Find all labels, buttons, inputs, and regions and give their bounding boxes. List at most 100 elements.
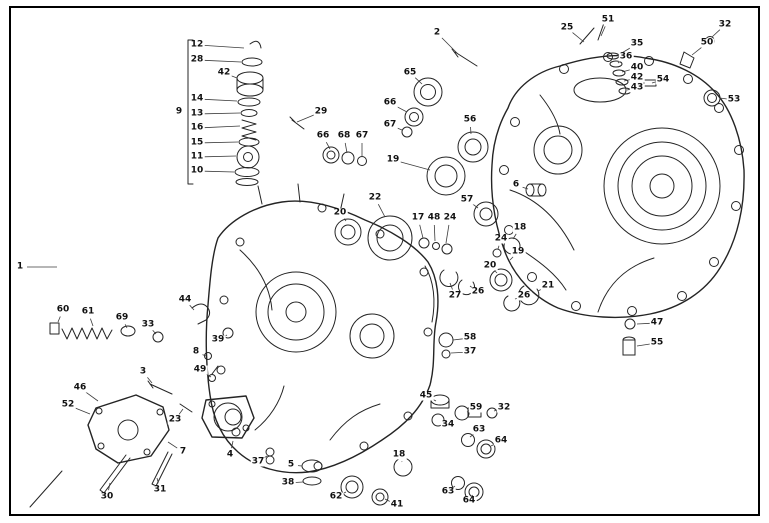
leader-line-24 xyxy=(498,246,499,249)
callout-label-41: 41 xyxy=(389,499,405,510)
leader-line-10 xyxy=(204,171,234,172)
leader-line-52 xyxy=(75,408,91,414)
leader-line-37 xyxy=(451,352,463,353)
callout-label-50: 50 xyxy=(699,37,715,48)
leader-line-55 xyxy=(637,344,650,346)
callout-label-32: 32 xyxy=(496,402,512,413)
callout-label-26: 26 xyxy=(470,286,486,297)
leader-line-33 xyxy=(153,330,156,334)
leader-line-23 xyxy=(179,409,183,414)
leader-line-8 xyxy=(203,355,207,356)
callout-label-12: 12 xyxy=(189,39,205,50)
leader-line-66 xyxy=(326,142,330,149)
callout-label-57: 57 xyxy=(459,194,475,205)
callout-label-47: 47 xyxy=(649,317,665,328)
left-crankcase-drawing xyxy=(206,184,438,473)
leader-line-38 xyxy=(295,482,303,483)
callout-label-13: 13 xyxy=(189,108,205,119)
leader-line-6 xyxy=(523,187,528,189)
callout-leader-lines xyxy=(27,26,727,502)
callout-label-19: 19 xyxy=(510,246,526,257)
right-side-parts-drawing xyxy=(623,319,635,355)
leader-line-4 xyxy=(232,441,234,448)
callout-label-58: 58 xyxy=(462,332,478,343)
leader-line-14 xyxy=(204,99,237,101)
bearings-seals-drawing xyxy=(290,78,546,311)
leader-line-54 xyxy=(652,82,656,83)
page-corner-mark xyxy=(30,471,62,507)
leader-line-69 xyxy=(125,324,127,328)
callout-label-33: 33 xyxy=(140,319,156,330)
bottom-parts-drawing xyxy=(50,304,497,505)
callout-label-3: 3 xyxy=(138,366,148,377)
callout-label-32: 32 xyxy=(717,19,733,30)
callout-label-56: 56 xyxy=(462,114,478,125)
leader-line-30 xyxy=(109,483,111,490)
callout-label-10: 10 xyxy=(189,165,205,176)
callout-label-5: 5 xyxy=(286,459,296,470)
callout-label-22: 22 xyxy=(367,192,383,203)
callout-label-18: 18 xyxy=(391,449,407,460)
callout-label-43: 43 xyxy=(629,82,645,93)
leader-line-15 xyxy=(204,142,238,143)
leader-line-61 xyxy=(90,319,93,326)
callout-label-31: 31 xyxy=(152,484,168,495)
top-right-parts-drawing xyxy=(452,20,720,106)
callout-label-66: 66 xyxy=(382,97,398,108)
callout-label-1: 1 xyxy=(15,261,25,272)
leader-line-17 xyxy=(420,225,423,238)
leader-line-20 xyxy=(344,219,346,221)
callout-label-4: 4 xyxy=(225,449,235,460)
callout-label-29: 29 xyxy=(313,106,329,117)
leader-line-19 xyxy=(510,257,513,260)
callout-label-55: 55 xyxy=(649,337,665,348)
leader-line-18 xyxy=(513,234,516,239)
leader-line-42 xyxy=(231,76,238,79)
callout-label-19: 19 xyxy=(385,154,401,165)
leader-line-24 xyxy=(446,225,449,243)
leader-line-29 xyxy=(297,115,315,122)
callout-label-60: 60 xyxy=(55,304,71,315)
leader-line-26 xyxy=(470,286,472,288)
callout-label-48: 48 xyxy=(426,212,442,223)
callout-label-42: 42 xyxy=(629,72,645,83)
callout-label-64: 64 xyxy=(493,435,509,446)
callout-label-25: 25 xyxy=(559,22,575,33)
callout-label-66: 66 xyxy=(315,130,331,141)
callout-label-44: 44 xyxy=(177,294,193,305)
callout-label-20: 20 xyxy=(482,260,498,271)
leader-line-22 xyxy=(378,204,385,217)
leader-line-68 xyxy=(345,143,347,153)
leader-line-2 xyxy=(442,38,458,54)
callout-label-64: 64 xyxy=(461,495,477,506)
callout-label-61: 61 xyxy=(80,306,96,317)
leader-line-27 xyxy=(450,283,453,290)
leader-line-16 xyxy=(204,126,240,128)
leader-line-43 xyxy=(627,89,630,90)
callout-label-63: 63 xyxy=(440,486,456,497)
leader-line-42 xyxy=(624,80,630,81)
callout-label-27: 27 xyxy=(447,290,463,301)
callout-label-28: 28 xyxy=(189,54,205,65)
callout-label-54: 54 xyxy=(655,74,671,85)
callout-label-69: 69 xyxy=(114,312,130,323)
callout-label-24: 24 xyxy=(442,212,458,223)
leader-line-63 xyxy=(453,486,455,487)
callout-label-52: 52 xyxy=(60,399,76,410)
callout-label-36: 36 xyxy=(618,51,634,62)
leader-line-46 xyxy=(86,392,98,401)
callout-label-67: 67 xyxy=(382,119,398,130)
callout-label-34: 34 xyxy=(440,419,456,430)
callout-label-65: 65 xyxy=(402,67,418,78)
leader-line-20 xyxy=(495,271,497,273)
leader-line-12 xyxy=(204,45,244,48)
leader-line-31 xyxy=(157,478,158,483)
leader-line-32 xyxy=(712,30,720,37)
leader-line-57 xyxy=(473,204,478,208)
callout-label-49: 49 xyxy=(192,364,208,375)
callout-label-14: 14 xyxy=(189,93,205,104)
callout-label-7: 7 xyxy=(178,446,188,457)
leader-line-3 xyxy=(147,377,152,383)
